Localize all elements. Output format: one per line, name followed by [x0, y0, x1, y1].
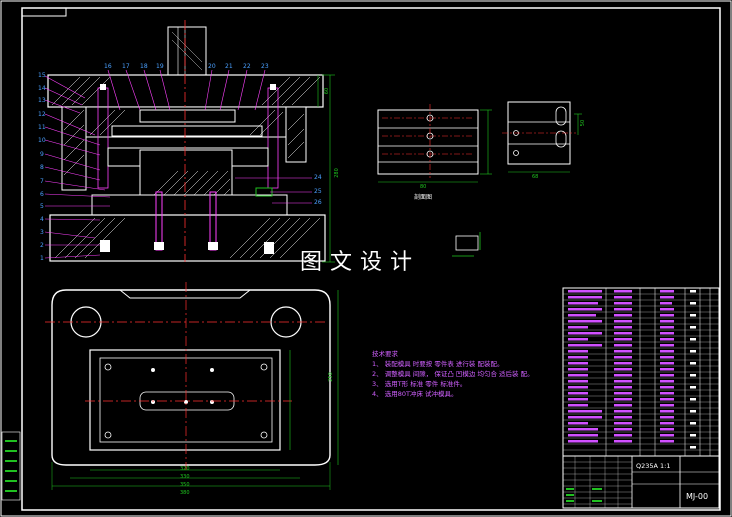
tech-req-item: 3、 选用T形 标准 零件 标准件。 — [372, 380, 467, 388]
tech-req-item: 1、 装配模具 时要按 零件表 进行装 配装配。 — [372, 360, 504, 368]
part-number: 11 — [38, 124, 46, 131]
part-number: 19 — [156, 63, 164, 70]
part-number: 20 — [208, 63, 216, 70]
tech-req-item: 4、 选用80T冲床 试冲模具。 — [372, 390, 458, 398]
part-number: 10 — [38, 137, 46, 144]
part-number: 1 — [40, 255, 44, 262]
parts-list — [562, 287, 720, 457]
title-block — [562, 455, 720, 509]
part-number: 18 — [140, 63, 148, 70]
part-number: 4 — [40, 216, 44, 223]
section-label: 剖面图 — [414, 194, 433, 201]
tech-req-title: 技术要求 — [372, 350, 398, 358]
part-number: 15 — [38, 72, 46, 79]
strip-view — [377, 104, 492, 183]
drawing-frame — [21, 7, 721, 511]
plan-view — [45, 282, 339, 490]
dimension-text: 60 — [324, 87, 331, 95]
part-number: 16 — [104, 63, 112, 70]
dimension-text: 80 — [420, 184, 427, 190]
dimension-text: 350 — [180, 482, 190, 488]
part-number: 21 — [225, 63, 233, 70]
part-number: 24 — [314, 174, 322, 181]
dimension-text: 68 — [532, 174, 539, 180]
material-scale: Q235A 1:1 — [636, 462, 671, 470]
part-number: 7 — [40, 178, 44, 185]
dimension-text: 50 — [580, 119, 587, 127]
part-view — [502, 101, 582, 173]
part-number: 5 — [40, 203, 44, 210]
dimension-text: 250 — [327, 372, 334, 382]
drawing-number: MJ-00 — [686, 492, 709, 501]
part-number: 14 — [38, 85, 46, 92]
part-number: 6 — [40, 191, 44, 198]
dimension-text: 330 — [180, 474, 190, 480]
corner-mark — [22, 8, 67, 17]
part-number: 22 — [243, 63, 251, 70]
part-number: 8 — [40, 164, 44, 171]
dimension-text: 380 — [180, 490, 190, 496]
part-number: 2 — [40, 242, 44, 249]
part-number: 9 — [40, 151, 44, 158]
watermark-text: 图文设计 — [300, 250, 421, 275]
part-number: 13 — [38, 97, 46, 104]
leader-lines — [44, 69, 312, 259]
detail-mark — [452, 232, 481, 257]
part-number: 23 — [261, 63, 269, 70]
part-number: 12 — [38, 111, 46, 118]
section-dimensions — [317, 74, 335, 263]
part-number: 25 — [314, 188, 322, 195]
part-number: 3 — [40, 229, 44, 236]
tech-req-item: 2、 调整模具 间隙， 保证凸 凹模边 均匀合 适后装 配。 — [372, 370, 534, 378]
left-sidebar — [1, 431, 21, 501]
dimension-text: 280 — [333, 168, 340, 178]
dimension-text: 320 — [180, 466, 190, 472]
part-number: 17 — [122, 63, 130, 70]
part-number: 26 — [314, 199, 322, 206]
main-section-view — [47, 20, 326, 262]
